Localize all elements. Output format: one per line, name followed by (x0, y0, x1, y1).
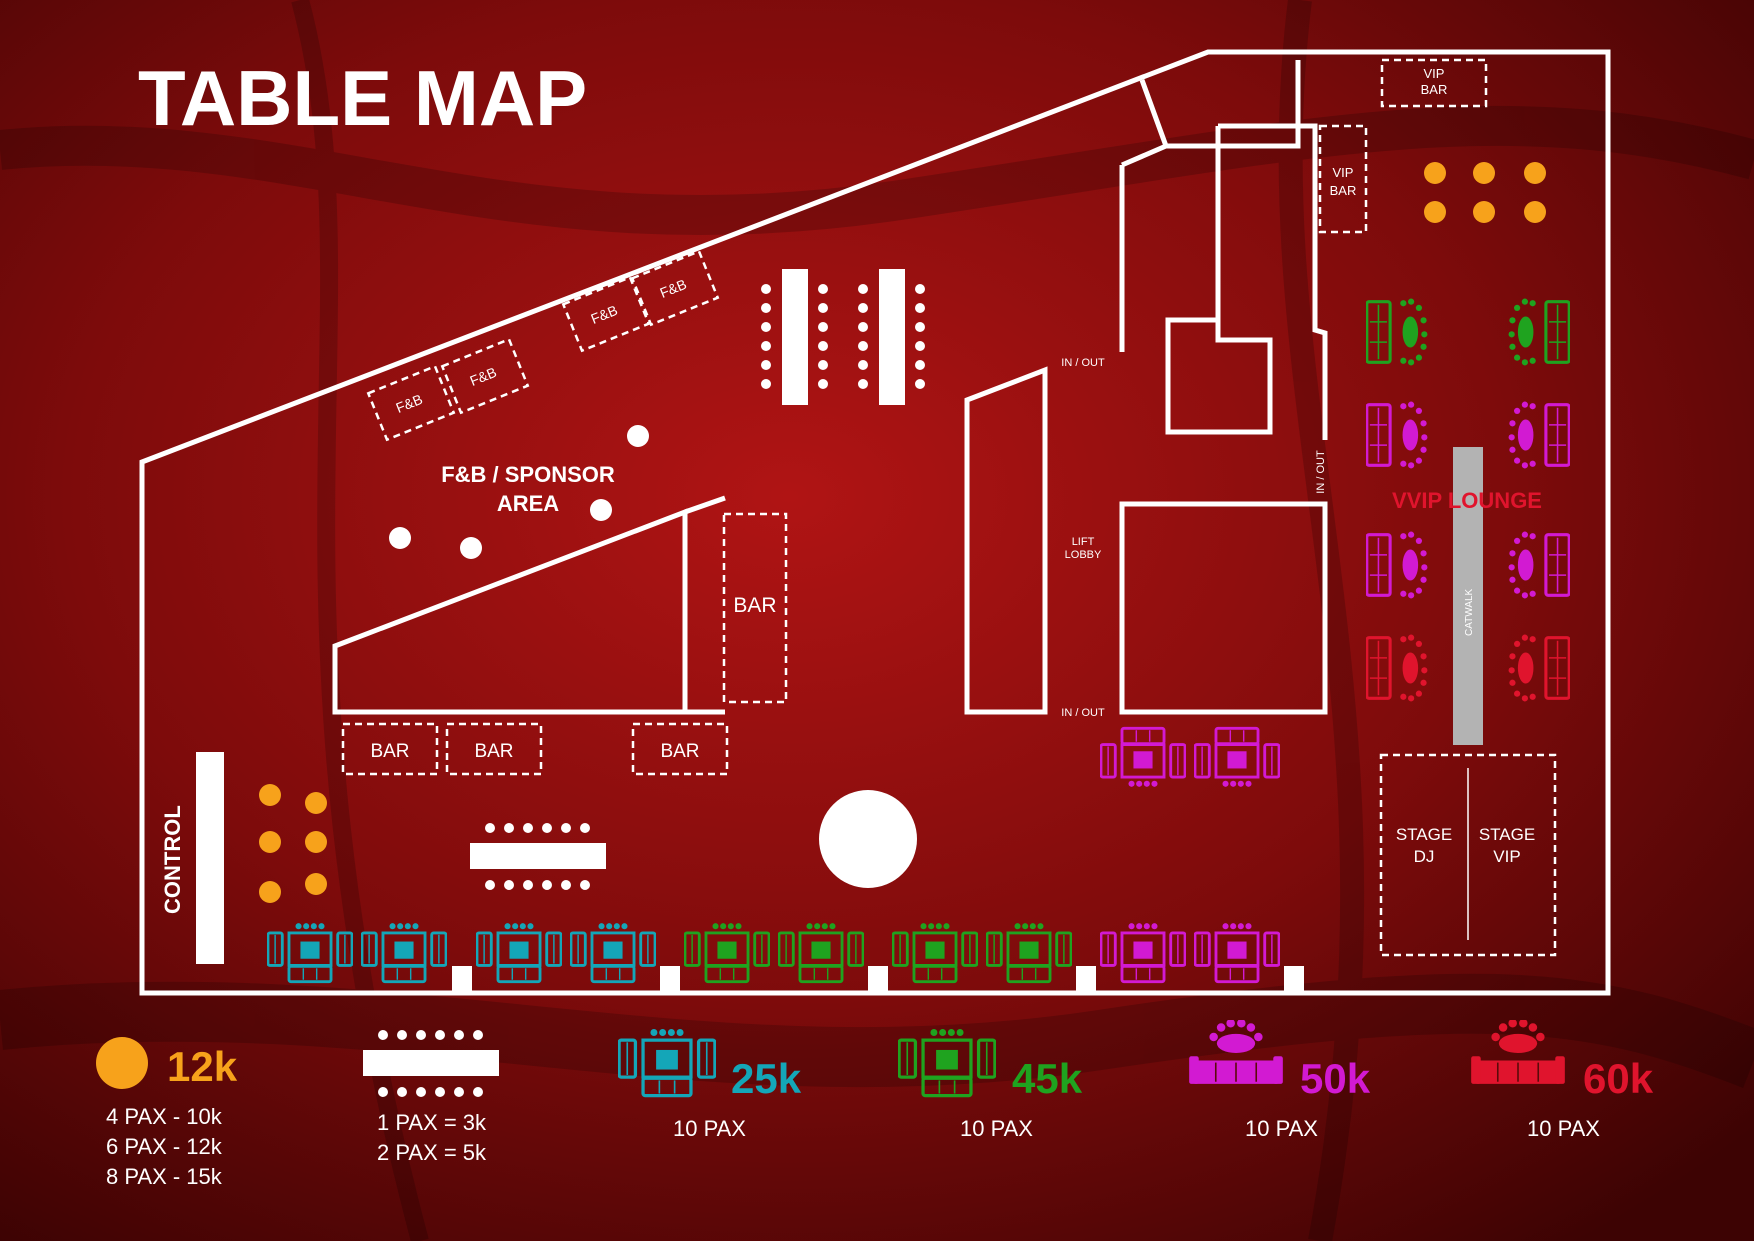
vip-bar-side-zone (1318, 124, 1368, 234)
legend-round-table-icon (96, 1037, 148, 1089)
legend-round-line-1: 4 PAX - 10k (106, 1104, 223, 1129)
round-tables (259, 162, 1546, 903)
stage-dj-label-1: STAGE (1396, 825, 1452, 844)
small-room (1165, 317, 1273, 435)
round-table[interactable] (1424, 162, 1446, 184)
round-table[interactable] (259, 881, 281, 903)
fb-sponsor-label-1: F&B / SPONSOR (441, 462, 615, 487)
round-table[interactable] (259, 784, 281, 806)
vip-bar-top-label-2: BAR (1421, 82, 1448, 97)
in-out-label-1: IN / OUT (1061, 357, 1105, 369)
control-label: CONTROL (160, 805, 185, 914)
in-out-label-2: IN / OUT (1061, 707, 1105, 719)
lift-lobby-wall (964, 366, 1048, 715)
vip-bar-top-label-1: VIP (1424, 66, 1445, 81)
bar-side-zone (722, 512, 788, 704)
fb-sponsor-label-2: AREA (497, 491, 559, 516)
area-labels: F&B / SPONSOR AREA (441, 462, 615, 516)
vip-bar-top-zone (1380, 58, 1488, 108)
lift-lobby-label-2: LOBBY (1065, 549, 1102, 561)
dashed-zones (341, 58, 1557, 957)
legend-round-line-3: 8 PAX - 15k (106, 1164, 223, 1189)
dance-floor-pillar (819, 790, 917, 888)
legend-magenta-price: 50k (1300, 1055, 1371, 1102)
round-table[interactable] (259, 831, 281, 853)
legend-teal-pax: 10 PAX (673, 1116, 746, 1141)
stage-vip-label-1: STAGE (1479, 825, 1535, 844)
vvip-lounge-label: VVIP LOUNGE (1392, 488, 1542, 513)
legend-long-line-1: 1 PAX = 3k (377, 1110, 487, 1135)
bar-counter (332, 508, 688, 715)
round-table[interactable] (305, 831, 327, 853)
legend-red-pax: 10 PAX (1527, 1116, 1600, 1141)
pillars (389, 425, 917, 888)
in-out-label-3: IN / OUT (1315, 450, 1327, 494)
bar-label-3: BAR (660, 741, 699, 762)
venue-walls (139, 49, 1611, 996)
large-room (1119, 501, 1328, 715)
catwalk-label: CATWALK (1464, 588, 1475, 636)
legend-round-price: 12k (167, 1043, 238, 1090)
legend: 12k 4 PAX - 10k 6 PAX - 12k 8 PAX - 15k … (96, 1020, 1654, 1189)
legend-teal-price: 25k (731, 1055, 802, 1102)
stage-zone (1379, 753, 1557, 957)
legend-red-price: 60k (1583, 1055, 1654, 1102)
round-table[interactable] (305, 873, 327, 895)
bottom-pillars (452, 966, 1304, 993)
legend-round-line-2: 6 PAX - 12k (106, 1134, 223, 1159)
round-table[interactable] (1524, 201, 1546, 223)
inner-wall-right (1218, 123, 1328, 440)
round-table[interactable] (1473, 201, 1495, 223)
control-booth (196, 752, 224, 964)
bar-label-2: BAR (474, 741, 513, 762)
lift-lobby-label-1: LIFT (1072, 536, 1095, 548)
inner-wall-top (1139, 79, 1301, 149)
stage-vip-label-2: VIP (1493, 847, 1520, 866)
legend-long-line-2: 2 PAX = 5k (377, 1140, 487, 1165)
legend-green-price: 45k (1012, 1055, 1083, 1102)
round-table[interactable] (305, 792, 327, 814)
catwalk (1453, 447, 1483, 745)
round-table[interactable] (1524, 162, 1546, 184)
page-title: TABLE MAP (138, 54, 587, 142)
vip-bar-side-label-1: VIP (1333, 165, 1354, 180)
vip-bar-side-label-2: BAR (1330, 183, 1357, 198)
legend-green-pax: 10 PAX (960, 1116, 1033, 1141)
bar-side-label: BAR (733, 594, 776, 617)
legend-magenta-pax: 10 PAX (1245, 1116, 1318, 1141)
round-table[interactable] (1473, 162, 1495, 184)
stage-dj-label-2: DJ (1414, 847, 1435, 866)
round-table[interactable] (1424, 201, 1446, 223)
bar-label-1: BAR (370, 741, 409, 762)
